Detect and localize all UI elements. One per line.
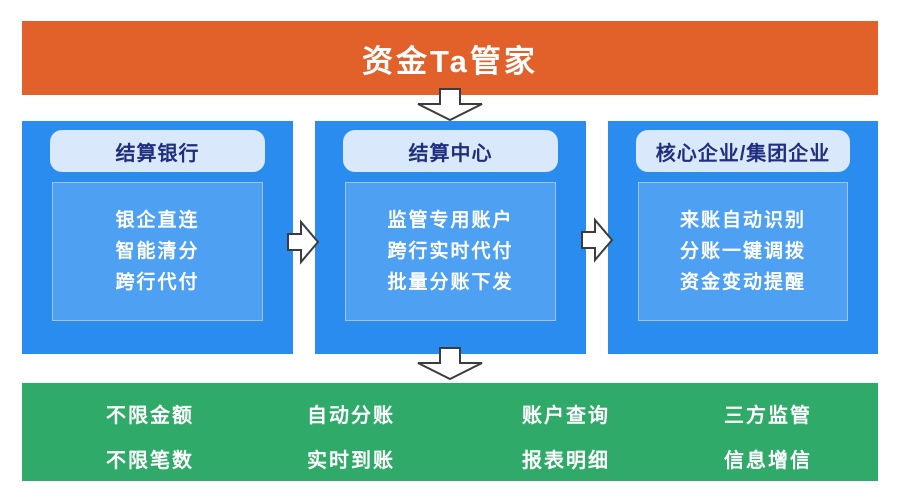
footer-column: 账户查询 报表明细 [501, 383, 631, 473]
box-title: 结算银行 [115, 142, 200, 165]
box-feature-panel: 监管专用账户 跨行实时代付 批量分账下发 [345, 182, 556, 321]
box-title-pill: 结算中心 [343, 130, 558, 172]
box-feature-panel: 来账自动识别 分账一键调拨 资金变动提醒 [638, 182, 848, 321]
right-arrow-icon [287, 219, 320, 265]
feature-line: 资金变动提醒 [679, 272, 806, 293]
feature-line: 跨行代付 [115, 272, 200, 293]
footer-feature: 三方监管 [724, 405, 812, 427]
right-arrow-icon [581, 217, 614, 263]
down-arrow-icon [417, 88, 483, 122]
footer-column: 三方监管 信息增信 [703, 383, 833, 473]
flow-box-settlement-bank: 结算银行 银企直连 智能清分 跨行代付 [22, 121, 293, 354]
footer-feature: 不限金额 [106, 405, 194, 427]
down-arrow-icon [417, 347, 483, 381]
feature-line: 批量分账下发 [387, 272, 514, 293]
feature-line: 智能清分 [115, 241, 200, 262]
box-title-pill: 结算银行 [50, 130, 265, 172]
feature-line: 跨行实时代付 [387, 241, 514, 262]
feature-line: 监管专用账户 [387, 210, 514, 231]
footer-feature: 信息增信 [724, 450, 812, 472]
footer-feature: 不限笔数 [106, 450, 194, 472]
page-title: 资金Ta管家 [362, 43, 538, 79]
feature-line: 来账自动识别 [679, 210, 806, 231]
header-banner: 资金Ta管家 [22, 21, 878, 95]
feature-line: 银企直连 [115, 210, 200, 231]
feature-line: 分账一键调拨 [679, 241, 806, 262]
footer-feature: 自动分账 [307, 405, 395, 427]
footer-feature: 账户查询 [522, 405, 610, 427]
footer-feature: 实时到账 [307, 450, 395, 472]
box-feature-panel: 银企直连 智能清分 跨行代付 [52, 182, 263, 321]
footer-banner: 不限金额 不限笔数 自动分账 实时到账 账户查询 报表明细 三方监管 信息增信 [22, 383, 878, 481]
footer-column: 自动分账 实时到账 [286, 383, 416, 473]
flow-box-settlement-center: 结算中心 监管专用账户 跨行实时代付 批量分账下发 [315, 121, 586, 354]
box-title: 核心企业/集团企业 [655, 142, 831, 165]
flow-box-core-enterprise: 核心企业/集团企业 来账自动识别 分账一键调拨 资金变动提醒 [608, 121, 878, 354]
box-title-pill: 核心企业/集团企业 [636, 130, 850, 172]
footer-column: 不限金额 不限笔数 [85, 383, 215, 473]
footer-feature: 报表明细 [522, 450, 610, 472]
box-title: 结算中心 [408, 142, 493, 165]
